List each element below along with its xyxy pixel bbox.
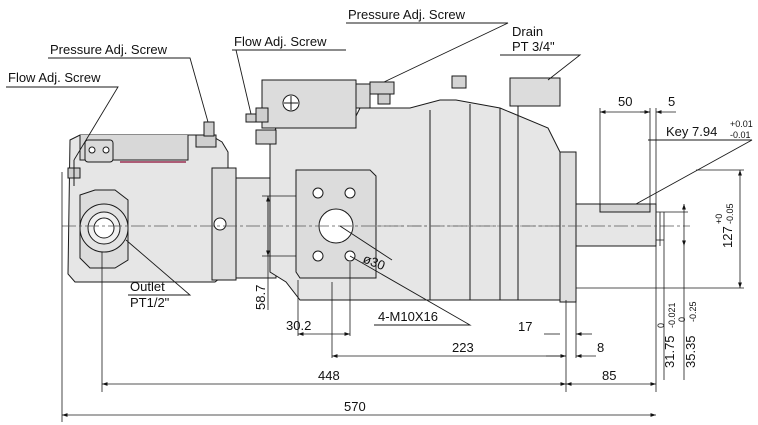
bolt-spec-label: 4-M10X16: [378, 309, 438, 324]
dim-key-length: 50: [618, 94, 632, 109]
drain-size-label: PT 3/4": [512, 39, 555, 54]
key-tolerance-upper: +0.01: [730, 119, 753, 129]
dimension-lines: [61, 108, 744, 422]
flow-adj-screw-mid-label: Flow Adj. Screw: [234, 34, 327, 49]
dim-key-height-tol-lower: -0.25: [688, 301, 698, 322]
bolt-hole-tr: [344, 187, 356, 199]
dim-shaft-step: 8: [597, 340, 604, 355]
mounting-flange: [559, 151, 577, 303]
rear-screw-body: [195, 134, 217, 148]
outlet-label: Outlet: [130, 279, 165, 294]
dim-flange-tol-upper: +0: [714, 214, 724, 224]
flow-adj-screw-left-label: Flow Adj. Screw: [8, 70, 101, 85]
bolt-hole-bl: [312, 250, 324, 262]
dim-outlet-to-flange: 448: [318, 368, 340, 383]
front-pressure-screw: [369, 81, 395, 95]
rear-pressure-screw: [203, 121, 215, 137]
drain-boss: [509, 77, 561, 107]
dimension-values: 50 5 127 +0 -0.05 58.7 30.2 17 223 8 31.…: [253, 94, 735, 414]
dim-flange-thickness: 17: [518, 319, 532, 334]
dim-overall-length: 570: [344, 399, 366, 414]
drain-label: Drain: [512, 24, 543, 39]
front-flow-screw: [245, 113, 257, 123]
key-tolerance-lower: -0.01: [730, 130, 751, 140]
dim-key-offset: 5: [668, 94, 675, 109]
key: [599, 203, 651, 213]
dim-key-height-tol-upper: 0: [677, 317, 687, 322]
front-compensator-block: [261, 79, 357, 129]
outlet-size-label: PT1/2": [130, 295, 170, 310]
dim-shaft-length: 85: [602, 368, 616, 383]
dim-flange-tol-lower: -0.05: [725, 203, 735, 224]
bolt-hole-tl: [312, 187, 324, 199]
dim-port-offset: 30.2: [286, 318, 311, 333]
dim-flange-height: 127: [720, 226, 735, 248]
dim-key-height: 35.35: [683, 335, 698, 368]
dim-bolt-to-flange: 223: [452, 340, 474, 355]
key-label: Key 7.94: [666, 124, 717, 139]
rear-valve-cap: [84, 139, 114, 163]
dim-shaft-dia-tol-lower: -0.021: [667, 302, 677, 328]
pump-body: [67, 75, 657, 303]
pressure-adj-screw-top-label: Pressure Adj. Screw: [348, 7, 466, 22]
pressure-adj-screw-left-label: Pressure Adj. Screw: [50, 42, 168, 57]
dim-shaft-dia-tol-upper: 0: [656, 323, 666, 328]
dim-shaft-diameter: 31.75: [662, 335, 677, 368]
callout-leaders: [6, 22, 753, 326]
dim-port-height: 58.7: [253, 285, 268, 310]
callout-labels: Flow Adj. Screw Pressure Adj. Screw Flow…: [8, 7, 753, 324]
